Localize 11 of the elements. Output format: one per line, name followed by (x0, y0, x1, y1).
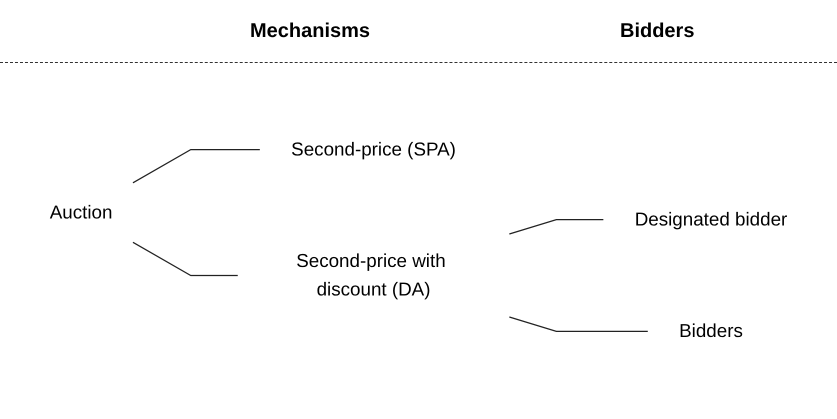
node-text: Second-price (SPA) (291, 138, 456, 160)
column-heading: Mechanisms (250, 20, 370, 43)
node-text: Designated bidder (634, 208, 788, 230)
connector (509, 316, 648, 332)
node-text: Second-price with discount (DA) (296, 250, 446, 300)
connector (509, 218, 604, 235)
node-text: Bidders (679, 320, 743, 342)
connector (132, 149, 260, 184)
node-text: Auction (50, 202, 112, 222)
connector (132, 242, 238, 276)
column-heading: Bidders (620, 20, 694, 43)
